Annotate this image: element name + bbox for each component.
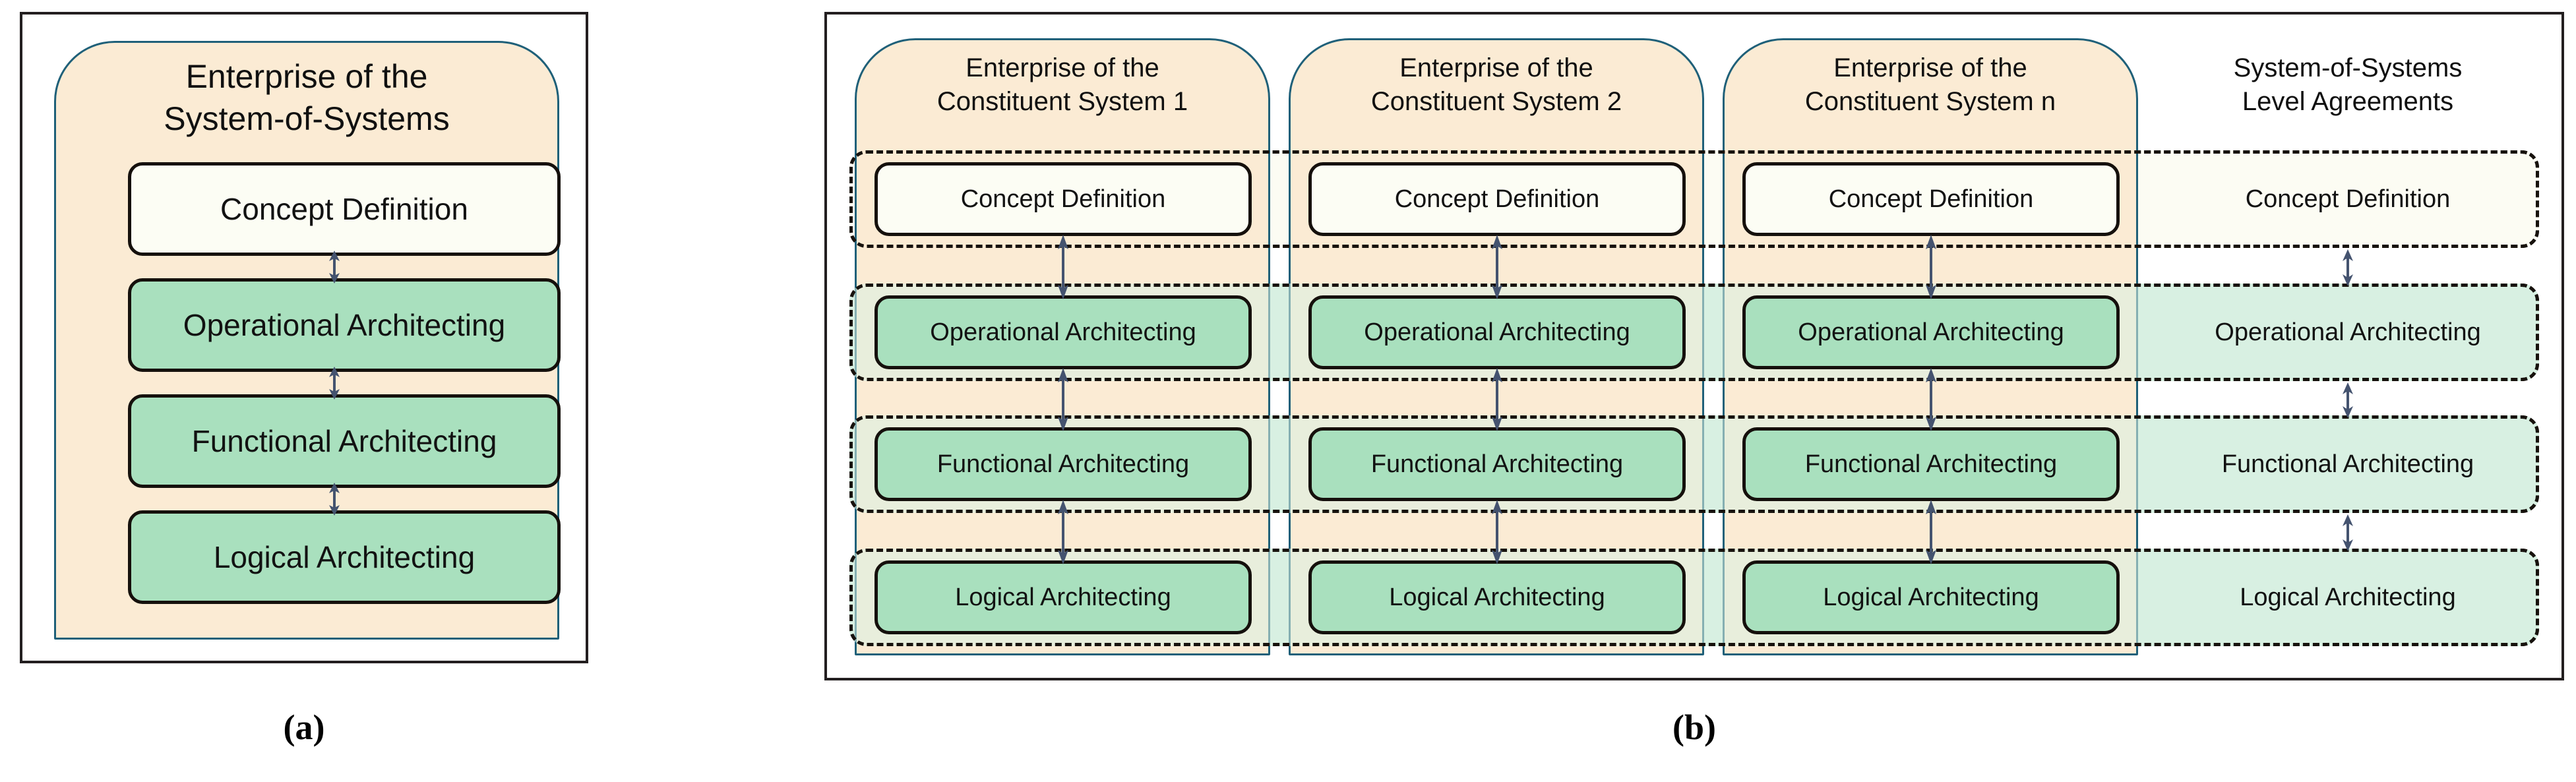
panel-a-stage-label: Logical Architecting xyxy=(213,540,475,574)
panel-a-stage-logical-architecting[interactable]: Logical Architecting xyxy=(128,510,561,604)
cs1-stage-concept-definition[interactable]: Concept Definition xyxy=(874,162,1252,236)
panel-b-band-concept-definition-overlay xyxy=(849,150,2539,248)
panel-a-stage-functional-architecting[interactable]: Functional Architecting xyxy=(128,394,561,488)
csn-double-arrow-2-icon xyxy=(1919,368,1943,431)
cs2-stage-concept-definition[interactable]: Concept Definition xyxy=(1308,162,1686,236)
sos-agreements-double-arrow-2-icon xyxy=(2336,382,2360,418)
cs1-stage-logical-architecting[interactable]: Logical Architecting xyxy=(874,560,1252,634)
panel-a-stage-operational-architecting[interactable]: Operational Architecting xyxy=(128,278,561,372)
panel-a-frame: Enterprise of the System-of-Systems Conc… xyxy=(20,12,588,663)
sos-agreements-title: System-of-Systems Level Agreements xyxy=(2157,51,2539,119)
cs1-stage-label: Concept Definition xyxy=(960,185,1166,213)
csn-stage-functional-architecting[interactable]: Functional Architecting xyxy=(1742,427,2120,501)
cs2-stage-label: Functional Architecting xyxy=(1370,450,1624,478)
panel-a-stage-label: Operational Architecting xyxy=(183,308,506,342)
csn-double-arrow-3-icon xyxy=(1919,500,1943,564)
csn-stage-label: Logical Architecting xyxy=(1823,583,2039,611)
cs1-stage-label: Functional Architecting xyxy=(936,450,1190,478)
sos-agreements-double-arrow-1-icon xyxy=(2336,249,2360,286)
sos-agreements-title-line1: System-of-Systems xyxy=(2233,53,2463,82)
cs2-stage-logical-architecting[interactable]: Logical Architecting xyxy=(1308,560,1686,634)
cs2-stage-functional-architecting[interactable]: Functional Architecting xyxy=(1308,427,1686,501)
csn-double-arrow-1-icon xyxy=(1919,235,1943,299)
cs2-double-arrow-3-icon xyxy=(1485,500,1509,564)
panel-b-caption: (b) xyxy=(1672,707,1716,747)
cs2-double-arrow-2-icon xyxy=(1485,368,1509,431)
panel-a-double-arrow-2-icon xyxy=(321,367,348,400)
panel-a-caption: (a) xyxy=(283,707,325,747)
cs2-double-arrow-1-icon xyxy=(1485,235,1509,299)
csn-stage-logical-architecting[interactable]: Logical Architecting xyxy=(1742,560,2120,634)
csn-stage-label: Functional Architecting xyxy=(1804,450,2058,478)
panel-a-stage-label: Functional Architecting xyxy=(191,424,497,458)
cs1-double-arrow-1-icon xyxy=(1051,235,1075,299)
panel-a-double-arrow-1-icon xyxy=(321,251,348,284)
sos-agreements-double-arrow-3-icon xyxy=(2336,514,2360,551)
csn-stage-label: Concept Definition xyxy=(1828,185,2034,213)
sos-agreements-title-line2: Level Agreements xyxy=(2242,87,2454,117)
panel-a-stage-label: Concept Definition xyxy=(220,192,468,226)
cs2-stage-label: Logical Architecting xyxy=(1389,583,1605,611)
panel-b-frame: Enterprise of the Constituent System 1 E… xyxy=(824,12,2564,680)
cs1-stage-functional-architecting[interactable]: Functional Architecting xyxy=(874,427,1252,501)
csn-stage-operational-architecting[interactable]: Operational Architecting xyxy=(1742,295,2120,369)
panel-a-stage-concept-definition[interactable]: Concept Definition xyxy=(128,162,561,256)
cs1-double-arrow-2-icon xyxy=(1051,368,1075,431)
cs1-stage-operational-architecting[interactable]: Operational Architecting xyxy=(874,295,1252,369)
panel-a-double-arrow-3-icon xyxy=(321,483,348,516)
cs2-stage-label: Concept Definition xyxy=(1394,185,1600,213)
cs2-stage-label: Operational Architecting xyxy=(1364,318,1630,346)
cs1-stage-label: Operational Architecting xyxy=(930,318,1196,346)
csn-stage-label: Operational Architecting xyxy=(1798,318,2064,346)
cs1-stage-label: Logical Architecting xyxy=(955,583,1171,611)
cs2-stage-operational-architecting[interactable]: Operational Architecting xyxy=(1308,295,1686,369)
cs1-double-arrow-3-icon xyxy=(1051,500,1075,564)
csn-stage-concept-definition[interactable]: Concept Definition xyxy=(1742,162,2120,236)
